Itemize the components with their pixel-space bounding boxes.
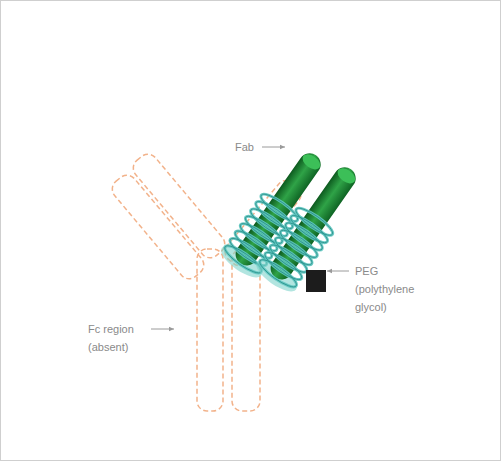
part-label: Fc region (absent) (88, 320, 150, 356)
part-label: Fab (235, 138, 275, 156)
peg-square (306, 270, 326, 292)
fc-region-outline (108, 150, 305, 411)
part-label: PEG (polythylene glycol) (355, 262, 427, 316)
leader-arrows (151, 147, 349, 329)
fab-fragment (252, 156, 371, 297)
